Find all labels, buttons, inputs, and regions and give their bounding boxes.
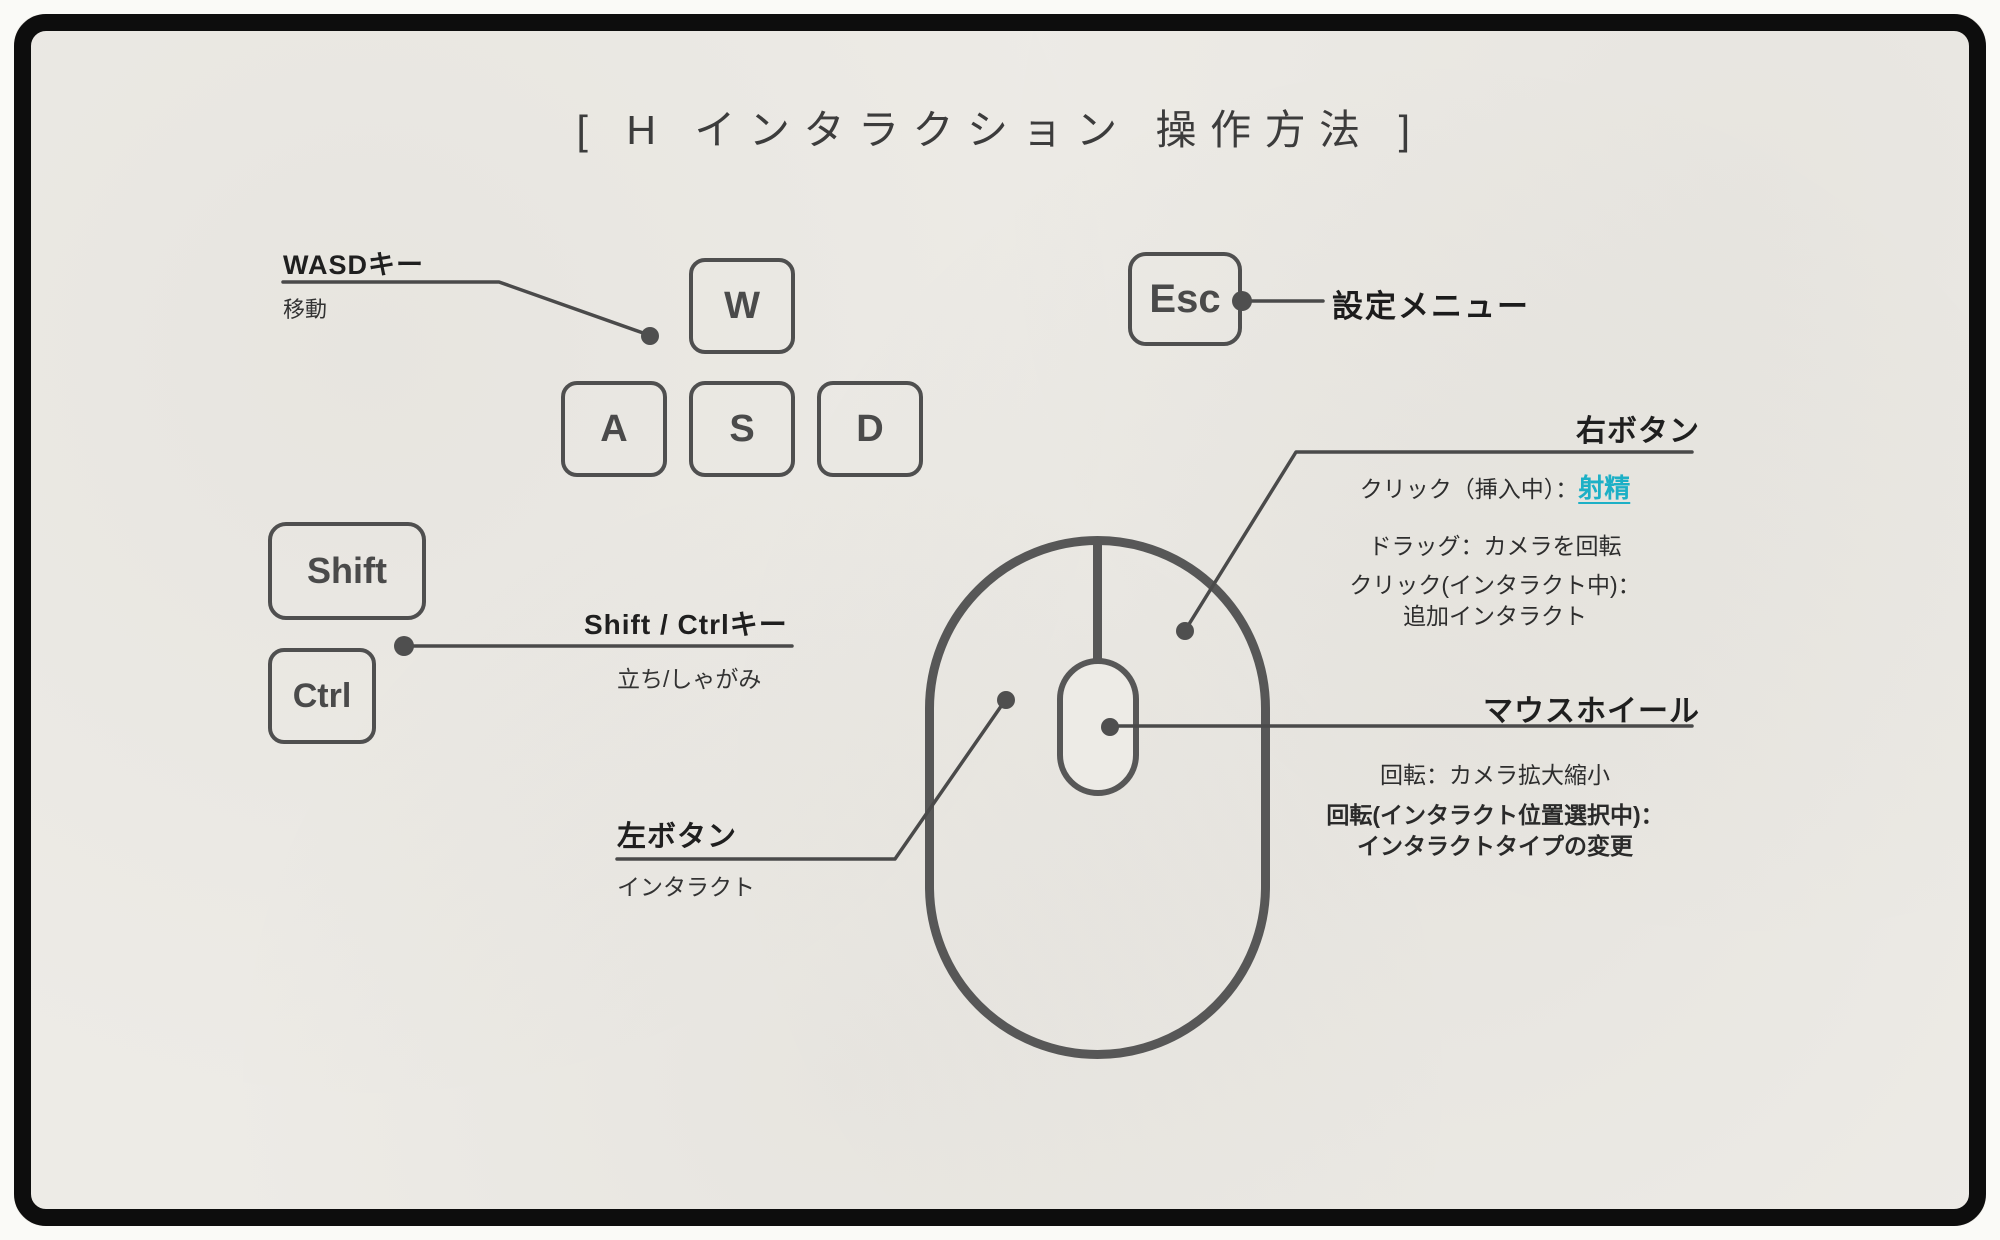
shiftctrl-dot: [394, 636, 414, 656]
wheel-line2a: 回転(インタラクト位置選択中)：: [1326, 802, 1664, 828]
key-d: D: [817, 381, 923, 477]
wasd-dot: [641, 327, 659, 345]
right-button-line1-prefix: クリック（挿入中）：: [1359, 476, 1579, 502]
left-button-connector: [615, 700, 1006, 861]
wheel-line2: 回転(インタラクト位置選択中)： インタラクトタイプの変更: [1290, 800, 1700, 862]
right-button-highlight: 射精: [1578, 473, 1631, 503]
wheel-line1: 回転：カメラ拡大縮小: [1380, 762, 1610, 788]
right-button-line3: クリック(インタラクト中)： 追加インタラクト: [1290, 570, 1700, 632]
shiftctrl-label: Shift / Ctrlキー: [584, 609, 788, 640]
key-s: S: [689, 381, 795, 477]
right-button-line3a: クリック(インタラクト中)：: [1349, 572, 1641, 598]
esc-dot: [1232, 291, 1252, 311]
wasd-description: 移動: [283, 297, 328, 322]
right-button-label: 右ボタン: [1576, 415, 1700, 448]
wasd-label-group: WASDキー 移動: [283, 243, 424, 324]
mouse-body: [925, 536, 1270, 1059]
key-a: A: [561, 381, 667, 477]
key-ctrl: Ctrl: [268, 648, 376, 744]
left-button-dot: [997, 691, 1015, 709]
wheel-dot: [1101, 718, 1119, 736]
key-shift: Shift: [268, 522, 426, 620]
settings-menu-label: 設定メニュー: [1332, 289, 1530, 324]
wheel-line2b: インタラクトタイプの変更: [1357, 833, 1633, 859]
wheel-label: マウスホイール: [1483, 695, 1700, 728]
left-button-description: インタラクト: [617, 874, 755, 900]
key-esc: Esc: [1128, 252, 1242, 346]
page-title: [ H インタラクション 操作方法 ]: [576, 107, 1424, 153]
right-button-connector: [1184, 450, 1694, 631]
left-button-label: 左ボタン: [617, 821, 738, 853]
right-button-line2: ドラッグ：カメラを回転: [1368, 533, 1622, 559]
wasd-connector: [281, 280, 648, 336]
mouse-stem-line: [1093, 545, 1102, 660]
key-w: W: [689, 258, 795, 354]
wasd-label: WASDキー: [283, 250, 424, 280]
right-button-dot: [1176, 622, 1194, 640]
right-button-line1: クリック（挿入中）：射精: [1290, 468, 1700, 505]
right-button-line3b: 追加インタラクト: [1403, 603, 1587, 629]
shiftctrl-description: 立ち/しゃがみ: [617, 666, 762, 692]
